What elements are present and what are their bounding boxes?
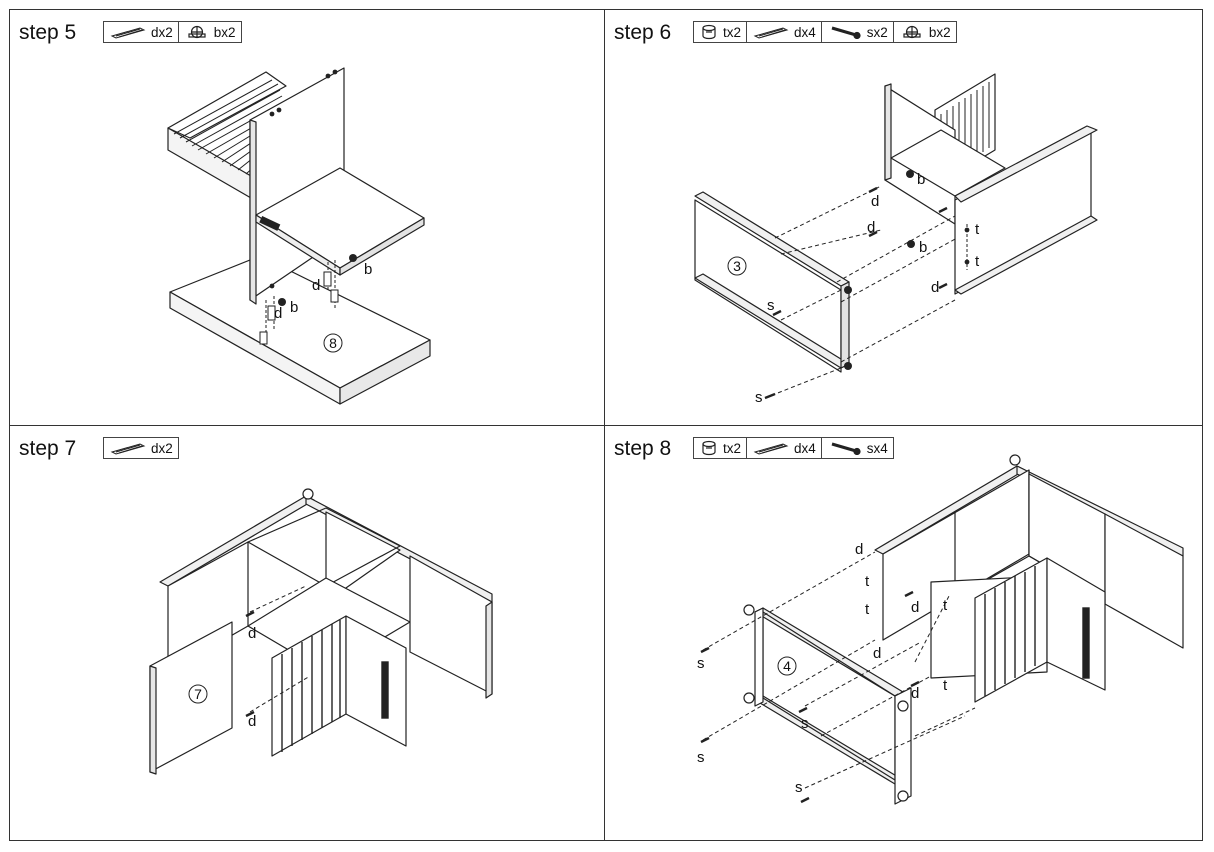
part-label: sx2 xyxy=(866,24,888,40)
callout-s: s xyxy=(697,655,705,672)
cam-nut-icon xyxy=(702,440,716,456)
step-7-drawing: d d 7 xyxy=(149,488,493,775)
callout-d: d xyxy=(871,193,879,210)
panel-number-circle xyxy=(323,333,343,353)
callout-t: t xyxy=(865,573,870,590)
part-item: dx4 xyxy=(747,438,822,458)
part-label: tx2 xyxy=(723,440,742,456)
step-title: step 8 xyxy=(614,437,672,460)
callout-d: d xyxy=(312,277,320,294)
part-item: dx2 xyxy=(104,438,178,458)
step-5-drawing: b b d d 8 xyxy=(167,67,431,405)
step-title: step 6 xyxy=(614,21,672,44)
callout-t: t xyxy=(865,601,870,618)
part-item: bx2 xyxy=(894,22,956,42)
callout-s: s xyxy=(767,297,775,314)
step-8-panel: step 8 tx2 dx4 sx4 xyxy=(605,426,1199,840)
cam-lock-icon xyxy=(903,25,921,39)
part-label: tx2 xyxy=(723,24,742,40)
screw-icon xyxy=(831,26,861,39)
callout-t: t xyxy=(975,221,980,238)
callout-d: d xyxy=(855,541,863,558)
part-item: tx2 xyxy=(694,22,748,42)
screw-icon xyxy=(831,442,861,455)
cam-lock-icon xyxy=(188,25,206,39)
callout-s: s xyxy=(795,779,803,796)
callout-d: d xyxy=(873,645,881,662)
callout-d: d xyxy=(248,713,256,730)
callout-s: s xyxy=(697,749,705,766)
callout-d: d xyxy=(931,279,939,296)
part-label: sx4 xyxy=(866,440,888,456)
callout-t: t xyxy=(943,677,948,694)
part-label: bx2 xyxy=(928,24,951,40)
panel-7 xyxy=(149,621,233,773)
part-label: dx2 xyxy=(151,24,173,40)
panel-number-circle xyxy=(727,256,747,276)
callout-b: b xyxy=(917,171,925,188)
callout-d: d xyxy=(911,685,919,702)
horizontal-divider xyxy=(9,425,1203,426)
part-label: dx4 xyxy=(794,440,816,456)
panel-number-circle xyxy=(188,684,208,704)
dowel-icon xyxy=(753,443,789,455)
parts-list: dx2 xyxy=(103,437,179,459)
dowel-icon xyxy=(753,27,789,39)
panel-number-circle xyxy=(777,656,797,676)
callout-d: d xyxy=(274,305,282,322)
panel-number: 8 xyxy=(329,335,337,351)
panel-number: 3 xyxy=(733,258,741,274)
part-item: dx2 xyxy=(104,22,179,42)
callout-t: t xyxy=(943,597,948,614)
parts-list: tx2 dx4 sx4 xyxy=(693,437,894,459)
part-label: dx4 xyxy=(794,24,816,40)
step-title: step 5 xyxy=(19,21,77,44)
part-item: tx2 xyxy=(694,438,748,458)
callout-d: d xyxy=(911,599,919,616)
callout-s: s xyxy=(801,715,809,732)
callout-b: b xyxy=(919,239,927,256)
dowel-icon xyxy=(110,27,146,39)
callout-d: d xyxy=(867,219,875,236)
step-8-drawing: d d d d t t t t s s s s 4 xyxy=(697,454,1184,805)
part-item: sx2 xyxy=(822,22,894,42)
part-item: bx2 xyxy=(179,22,241,42)
callout-t: t xyxy=(975,253,980,270)
callout-b: b xyxy=(290,299,298,316)
panel-number: 7 xyxy=(194,686,202,702)
step-title: step 7 xyxy=(19,437,77,460)
step-5-panel: step 5 dx2 bx2 xyxy=(10,10,604,424)
callout-d: d xyxy=(248,625,256,642)
callout-s: s xyxy=(755,389,763,406)
step-7-panel: step 7 dx2 xyxy=(10,426,604,840)
dowel-icon xyxy=(110,443,146,455)
part-item: dx4 xyxy=(747,22,822,42)
step-6-panel: step 6 tx2 dx4 sx2 bx2 xyxy=(605,10,1199,424)
parts-list: tx2 dx4 sx2 bx2 xyxy=(693,21,957,43)
panel-number: 4 xyxy=(783,658,791,674)
part-item: sx4 xyxy=(822,438,893,458)
step-6-drawing: b b d d d t t s s 3 xyxy=(694,73,1098,406)
panel-3 xyxy=(694,199,842,373)
cam-nut-icon xyxy=(702,24,716,40)
part-label: bx2 xyxy=(213,24,236,40)
callout-b: b xyxy=(364,261,372,278)
parts-list: dx2 bx2 xyxy=(103,21,242,43)
part-label: dx2 xyxy=(151,440,173,456)
